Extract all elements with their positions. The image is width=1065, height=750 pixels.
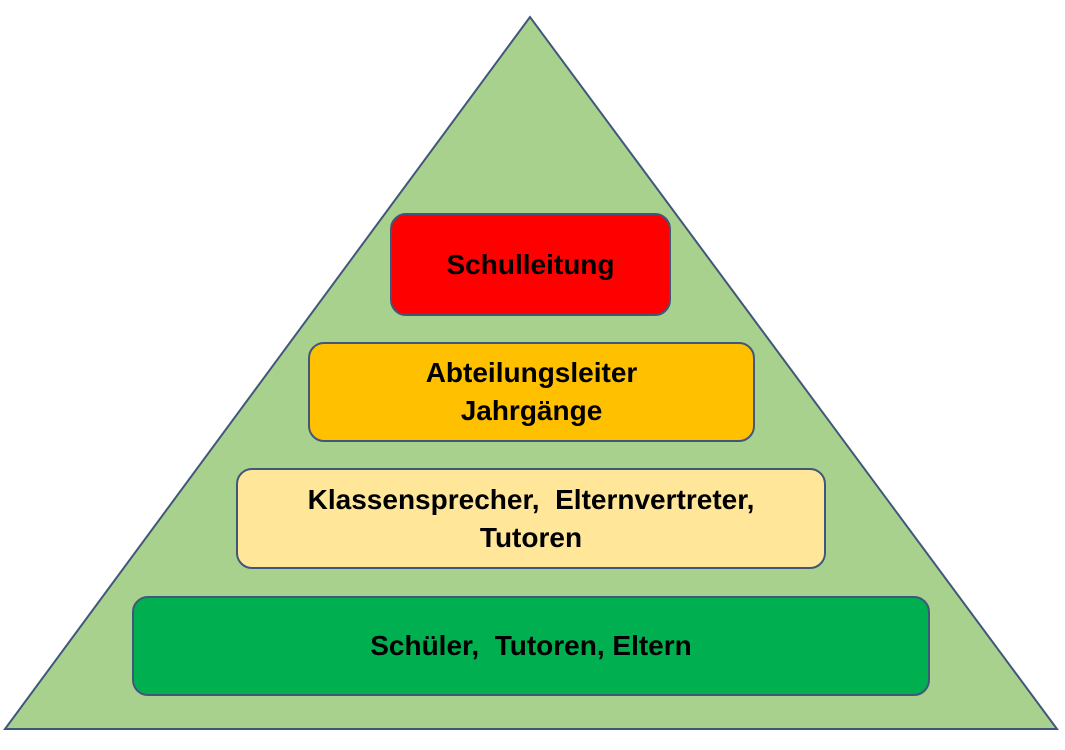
level-label: Schüler, Tutoren, Eltern <box>370 630 692 661</box>
level-label: Schulleitung <box>446 248 615 280</box>
level-schueler: Schüler, Tutoren, Eltern <box>132 596 930 696</box>
level-label: Tutoren <box>479 521 583 553</box>
level-label: Klassensprecher, Elternvertreter, <box>307 483 755 515</box>
level-klassensprecher: Klassensprecher, Elternvertreter, Tutoren <box>236 468 826 569</box>
level-label: Jahrgänge <box>460 395 603 426</box>
level-schulleitung: Schulleitung <box>390 213 671 316</box>
level-label: Abteilungsleiter <box>425 357 638 388</box>
